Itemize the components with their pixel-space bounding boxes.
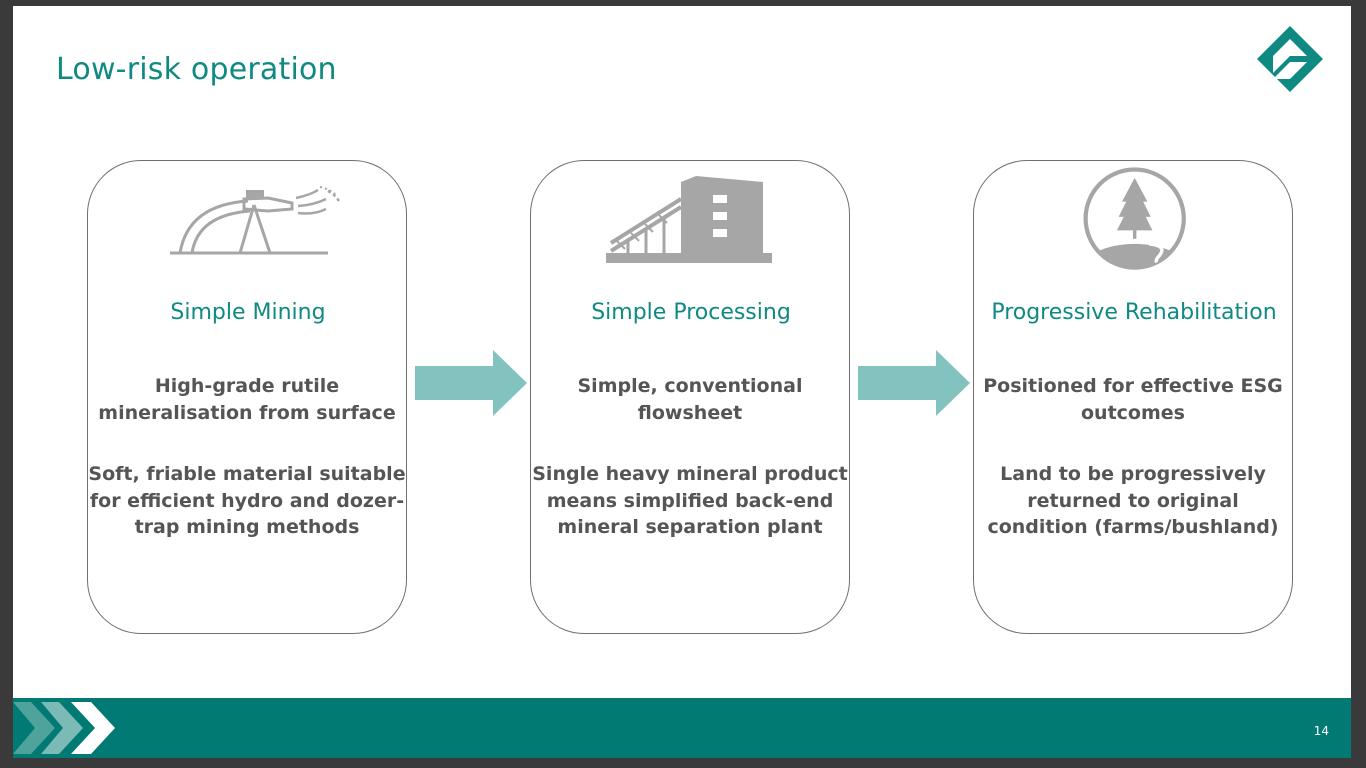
- footer-bar: 14: [13, 698, 1351, 758]
- slide-title: Low-risk operation: [56, 52, 337, 87]
- chevron-decoration-icon: [13, 702, 115, 754]
- flow-arrow-icon: [858, 350, 970, 416]
- company-logo-icon: [1257, 26, 1323, 92]
- card-heading: Progressive Rehabilitation: [991, 300, 1277, 325]
- card-paragraph: Soft, friable material suitable for effi…: [88, 463, 406, 538]
- card-progressive-rehabilitation: Progressive Rehabilitation Positioned fo…: [973, 160, 1293, 634]
- slide: Low-risk operation Simple Mining High-gr…: [13, 6, 1351, 758]
- card-paragraph: Single heavy mineral product means simpl…: [532, 463, 848, 538]
- card-heading: Simple Processing: [591, 300, 791, 325]
- processing-plant-icon: [606, 176, 772, 263]
- card-heading: Simple Mining: [170, 300, 326, 325]
- card-paragraph: Simple, conventional flowsheet: [577, 375, 803, 424]
- flow-arrow-icon: [415, 350, 527, 416]
- card-simple-processing: Simple Processing Simple, conventional f…: [530, 160, 850, 634]
- page-number: 14: [1313, 724, 1329, 738]
- card-paragraph: High-grade rutile mineralisation from su…: [98, 375, 396, 424]
- tree-landscape-icon: [1083, 167, 1186, 270]
- card-paragraph: Positioned for effective ESG outcomes: [983, 375, 1283, 424]
- card-simple-mining: Simple Mining High-grade rutile minerali…: [87, 160, 407, 634]
- hydro-mining-monitor-icon: [170, 186, 342, 255]
- card-paragraph: Land to be progressively returned to ori…: [987, 463, 1279, 538]
